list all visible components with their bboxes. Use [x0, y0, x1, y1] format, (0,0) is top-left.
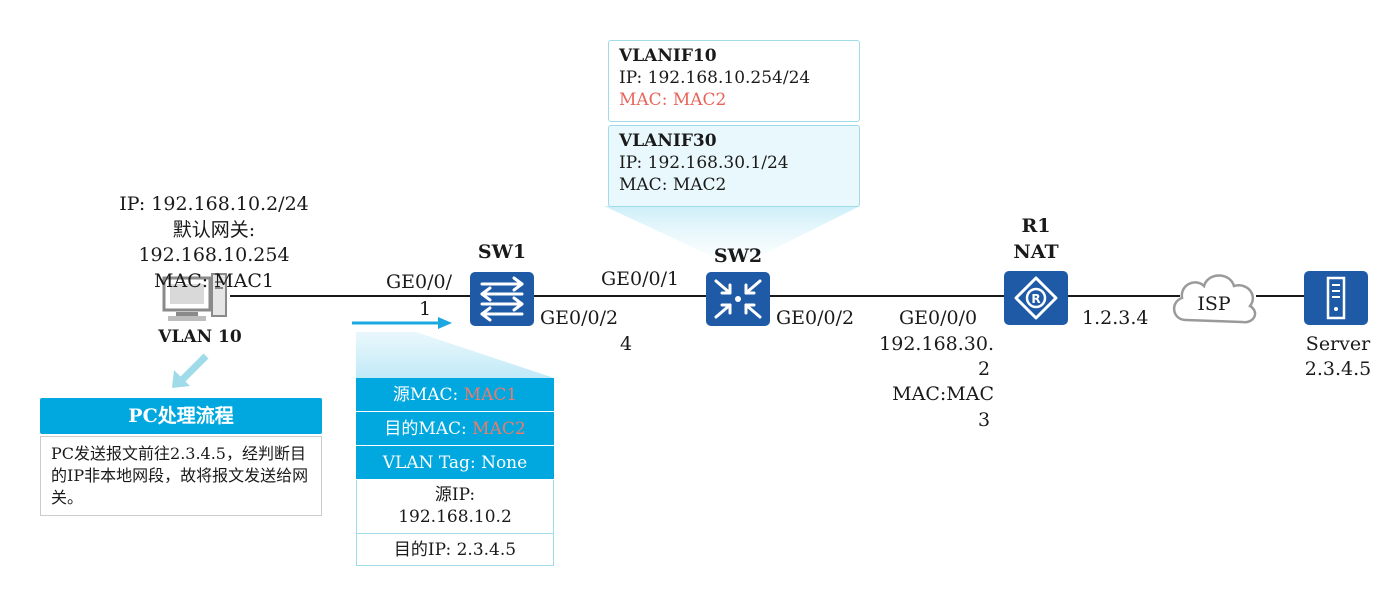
sw1-port-left-a: GE0/0/: [386, 271, 453, 293]
server-name: Server: [1305, 333, 1371, 355]
pc-vlan: VLAN 10: [158, 327, 242, 347]
isp-label: ISP: [1197, 293, 1231, 315]
frame-src-ip-label: 源IP:: [434, 485, 476, 505]
vlanif10-mac: MAC: MAC2: [619, 90, 727, 110]
sw1-icon[interactable]: [470, 272, 534, 326]
r1-port: GE0/0/0: [899, 307, 978, 329]
isp-cloud-icon[interactable]: [1166, 266, 1262, 328]
process-title: PC处理流程: [40, 398, 322, 434]
frame-dst-mac: 目的MAC: MAC2: [356, 412, 554, 446]
r1-role: NAT: [1013, 241, 1059, 263]
vlanif30-box: VLANIF30 IP: 192.168.30.1/24 MAC: MAC2: [608, 125, 860, 207]
sw2-name: SW2: [713, 245, 763, 267]
sw2-port-right: GE0/0/2: [776, 307, 855, 329]
vlanif10-box: VLANIF10 IP: 192.168.10.254/24 MAC: MAC2: [608, 40, 860, 122]
vlanif10-name: VLANIF10: [619, 46, 717, 66]
vlanif30-name: VLANIF30: [619, 131, 717, 151]
frame-src-mac: 源MAC: MAC1: [356, 378, 554, 412]
pc-ip: IP: 192.168.10.2/24: [119, 193, 309, 215]
link-r1-isp: [1068, 295, 1180, 297]
sw2-icon[interactable]: [706, 272, 770, 326]
link-sw1-sw2: [534, 295, 706, 297]
traffic-right-arrow-icon: [352, 317, 452, 329]
process-body: PC发送报文前往2.3.4.5，经判断目的IP非本地网段，故将报文发送给网关。: [40, 436, 322, 516]
pc-mac: MAC: MAC1: [154, 270, 274, 292]
frame-src-ip: 源IP: 192.168.10.2: [356, 480, 554, 534]
frame-dst-mac-value: MAC2: [472, 419, 526, 439]
sw1-port-left-b: 1: [419, 298, 432, 320]
link-pc-sw1: [230, 295, 470, 297]
r1-mac-b: 3: [978, 409, 991, 431]
sw2-port-left: GE0/0/1: [601, 268, 680, 290]
r1-ip-a: 192.168.30.: [879, 333, 994, 355]
frame-vlan-tag: VLAN Tag: None: [356, 446, 554, 480]
server-ip: 2.3.4.5: [1304, 358, 1372, 380]
frame-src-mac-label: 源MAC:: [392, 385, 464, 405]
sw1-name: SW1: [477, 241, 527, 263]
pc-gateway: 192.168.10.254: [138, 244, 290, 266]
r1-wan-ip: 1.2.3.4: [1082, 307, 1149, 329]
frame-src-ip-value: 192.168.10.2: [398, 507, 512, 527]
frame-src-mac-value: MAC1: [463, 385, 518, 405]
down-left-arrow-icon: [172, 353, 209, 388]
r1-name: R1: [1021, 215, 1051, 237]
server-icon[interactable]: [1304, 271, 1368, 325]
sw1-port-right-a: GE0/0/2: [540, 307, 619, 329]
r1-router-icon[interactable]: R: [1004, 271, 1068, 325]
vlanif-callout-wedge: [604, 206, 860, 260]
vlanif30-mac: MAC: MAC2: [619, 175, 727, 195]
vlanif30-ip: IP: 192.168.30.1/24: [619, 153, 789, 173]
r1-mac-a: MAC:MAC: [892, 383, 994, 405]
link-isp-server: [1256, 295, 1304, 297]
vlanif10-ip: IP: 192.168.10.254/24: [619, 68, 811, 88]
link-sw2-r1: [770, 295, 1004, 297]
frame-dst-ip: 目的IP: 2.3.4.5: [356, 534, 554, 566]
svg-text:R: R: [1031, 292, 1040, 306]
frame-callout-wedge: [356, 332, 554, 378]
r1-ip-b: 2: [978, 358, 991, 380]
frame-dst-mac-label: 目的MAC:: [384, 419, 473, 439]
pc-icon[interactable]: [160, 270, 232, 326]
pc-gateway-label: 默认网关:: [172, 219, 256, 241]
sw1-port-right-b: 4: [620, 333, 633, 355]
